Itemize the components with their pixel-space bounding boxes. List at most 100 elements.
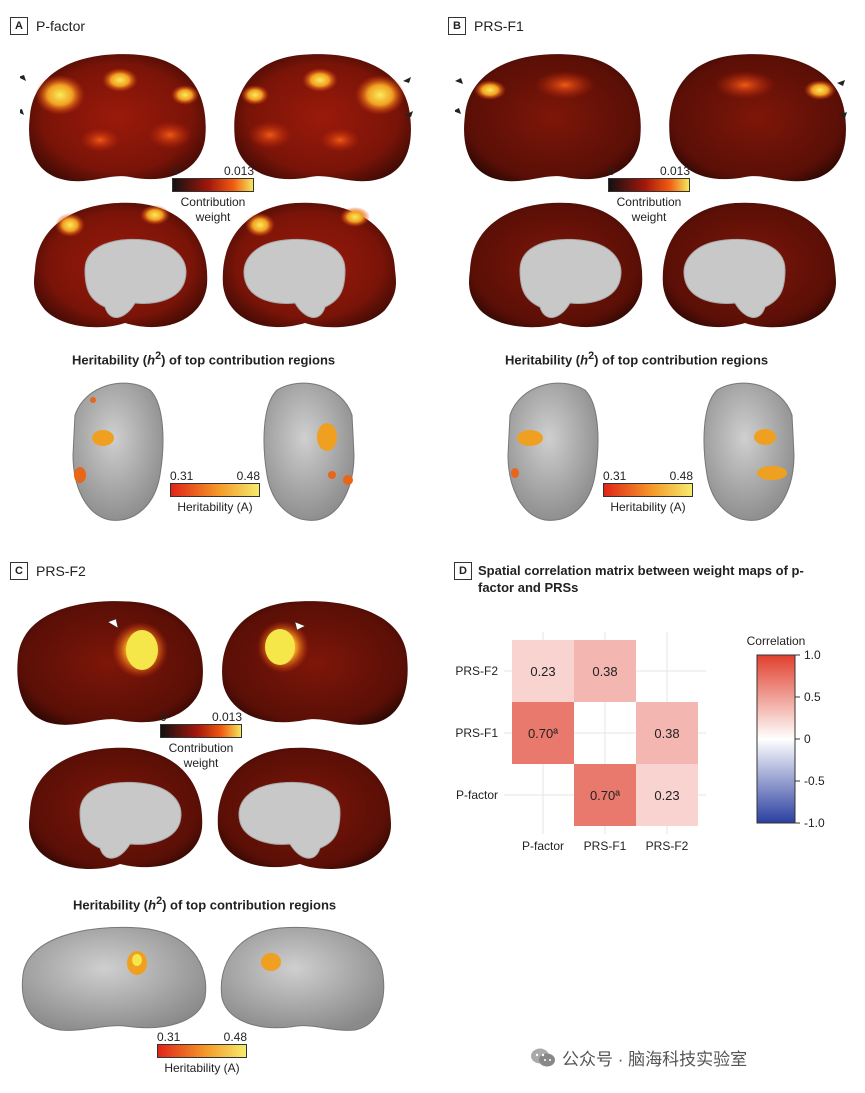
- heatmap-cell-label: 0.38: [592, 664, 617, 679]
- heatmap-cell: [636, 702, 698, 764]
- contribution-colorbar-a: 0 0.013 Contribution weight: [172, 165, 254, 225]
- h2-colorbar-max: 0.48: [669, 469, 693, 483]
- brain-medial-left: [34, 202, 208, 328]
- h2-symbol: h: [580, 352, 589, 368]
- colorbar-max: 0.013: [659, 164, 690, 178]
- panel-letter: B: [448, 17, 466, 35]
- h2-colorbar-gradient: [603, 483, 693, 497]
- brain-gray-lateral-left: [21, 926, 207, 1031]
- brain-lateral-right: [669, 54, 847, 182]
- brain-medial-right: [217, 747, 391, 869]
- colorbar-tick-label: -0.5: [804, 774, 825, 788]
- brain-lateral-left: [20, 54, 206, 182]
- colorbar-label-line1: Contribution: [616, 195, 682, 209]
- h2-sup: 2: [156, 895, 163, 907]
- h2-colorbar-min: 0.31: [157, 1030, 181, 1044]
- brain-lateral-left: [17, 601, 203, 725]
- heritability-title-b: Heritability (h2) of top contribution re…: [505, 350, 768, 367]
- h2-prefix: Heritability (: [505, 352, 581, 368]
- brain-gray-lateral-right: [220, 926, 385, 1031]
- h2-colorbar-gradient: [157, 1044, 247, 1058]
- brain-3d-right: [263, 382, 355, 521]
- colorbar-tick-label: 0: [804, 732, 811, 746]
- brain-3d-left: [507, 382, 599, 521]
- heritability-colorbar-c: 0.31 0.48 Heritability (A): [157, 1031, 247, 1076]
- colorbar-label-line2: weight: [195, 210, 231, 224]
- h2-colorbar-min: 0.31: [603, 469, 627, 483]
- colorbar-tick-label: 0.5: [804, 690, 821, 704]
- heatmap-cell-label: 0.23: [530, 664, 555, 679]
- matrix-title: Spatial correlation matrix between weigh…: [478, 563, 804, 595]
- h2-colorbar-max: 0.48: [236, 469, 260, 483]
- brain-lateral-right: [234, 54, 413, 182]
- colorbar-title: Correlation: [747, 634, 806, 648]
- heatmap-cell: [574, 640, 636, 702]
- colorbar-min: 0: [608, 164, 615, 178]
- colorbar-min: 0: [172, 164, 179, 178]
- colorbar-gradient: [160, 724, 242, 738]
- panel-letter: C: [10, 562, 28, 580]
- contribution-colorbar-c: 0 0.013 Contribution weight: [160, 711, 242, 771]
- h2-symbol: h: [148, 897, 157, 913]
- wechat-icon: [531, 1048, 555, 1066]
- h2-sup: 2: [588, 350, 595, 362]
- h2-suffix: ) of top contribution regions: [162, 897, 337, 913]
- heritability-title-c: Heritability (h2) of top contribution re…: [73, 895, 336, 912]
- h2-colorbar-label: Heritability (A): [164, 1061, 240, 1075]
- heatmap-cell: [574, 764, 636, 826]
- colorbar-max: 0.013: [223, 164, 254, 178]
- panel-b-label: B PRS-F1: [448, 17, 524, 35]
- panel-title: PRS-F1: [474, 18, 524, 34]
- h2-colorbar-label: Heritability (A): [177, 500, 253, 514]
- panel-letter: A: [10, 17, 28, 35]
- heritability-colorbar-a: 0.31 0.48 Heritability (A): [170, 470, 260, 515]
- colorbar-label-line1: Contribution: [168, 741, 234, 755]
- h2-colorbar-label: Heritability (A): [610, 500, 686, 514]
- watermark-text: 公众号 · 脑海科技实验室: [562, 1050, 748, 1069]
- colorbar-max: 0.013: [211, 710, 242, 724]
- brain-medial-left: [29, 747, 203, 869]
- colorbar-gradient: [608, 178, 690, 192]
- h2-symbol: h: [147, 352, 156, 368]
- heritability-colorbar-b: 0.31 0.48 Heritability (A): [603, 470, 693, 515]
- colorbar-min: 0: [160, 710, 167, 724]
- h2-prefix: Heritability (: [72, 352, 148, 368]
- brain-3d-right: [703, 382, 795, 521]
- h2-sup: 2: [155, 350, 162, 362]
- panel-c-label: C PRS-F2: [10, 562, 86, 580]
- x-tick-label: P-factor: [522, 839, 564, 853]
- heatmap-cell-label: 0.70ª: [590, 788, 620, 803]
- heatmap-cell-label: 0.23: [654, 788, 679, 803]
- panel-a-label: A P-factor: [10, 17, 85, 35]
- heatmap-cell: [512, 640, 574, 702]
- colorbar-label-line1: Contribution: [180, 195, 246, 209]
- y-tick-label: PRS-F1: [455, 726, 498, 740]
- heritability-title-a: Heritability (h2) of top contribution re…: [72, 350, 335, 367]
- colorbar-tick-label: 1.0: [804, 648, 821, 662]
- heatmap-cell: [512, 702, 574, 764]
- h2-prefix: Heritability (: [73, 897, 149, 913]
- y-tick-label: P-factor: [456, 788, 498, 802]
- colorbar-label-line2: weight: [183, 756, 219, 770]
- brain-medial-right: [662, 202, 836, 328]
- watermark: 公众号 · 脑海科技实验室: [530, 1045, 747, 1070]
- heatmap-cell: [636, 764, 698, 826]
- x-tick-label: PRS-F1: [584, 839, 627, 853]
- h2-suffix: ) of top contribution regions: [161, 352, 336, 368]
- h2-suffix: ) of top contribution regions: [594, 352, 769, 368]
- panel-title: P-factor: [36, 18, 86, 34]
- panel-title: PRS-F2: [36, 563, 86, 579]
- h2-colorbar-gradient: [170, 483, 260, 497]
- colorbar-gradient: [172, 178, 254, 192]
- h2-colorbar-max: 0.48: [223, 1030, 247, 1044]
- correlation-colorbar: [756, 654, 796, 824]
- x-tick-label: PRS-F2: [646, 839, 689, 853]
- heatmap-cell-label: 0.70ª: [528, 726, 558, 741]
- heatmap-cell-label: 0.38: [654, 726, 679, 741]
- colorbar-label-line2: weight: [631, 210, 667, 224]
- y-tick-label: PRS-F2: [455, 664, 498, 678]
- brain-medial-right: [222, 202, 396, 328]
- h2-colorbar-min: 0.31: [170, 469, 194, 483]
- brain-3d-left: [72, 382, 164, 521]
